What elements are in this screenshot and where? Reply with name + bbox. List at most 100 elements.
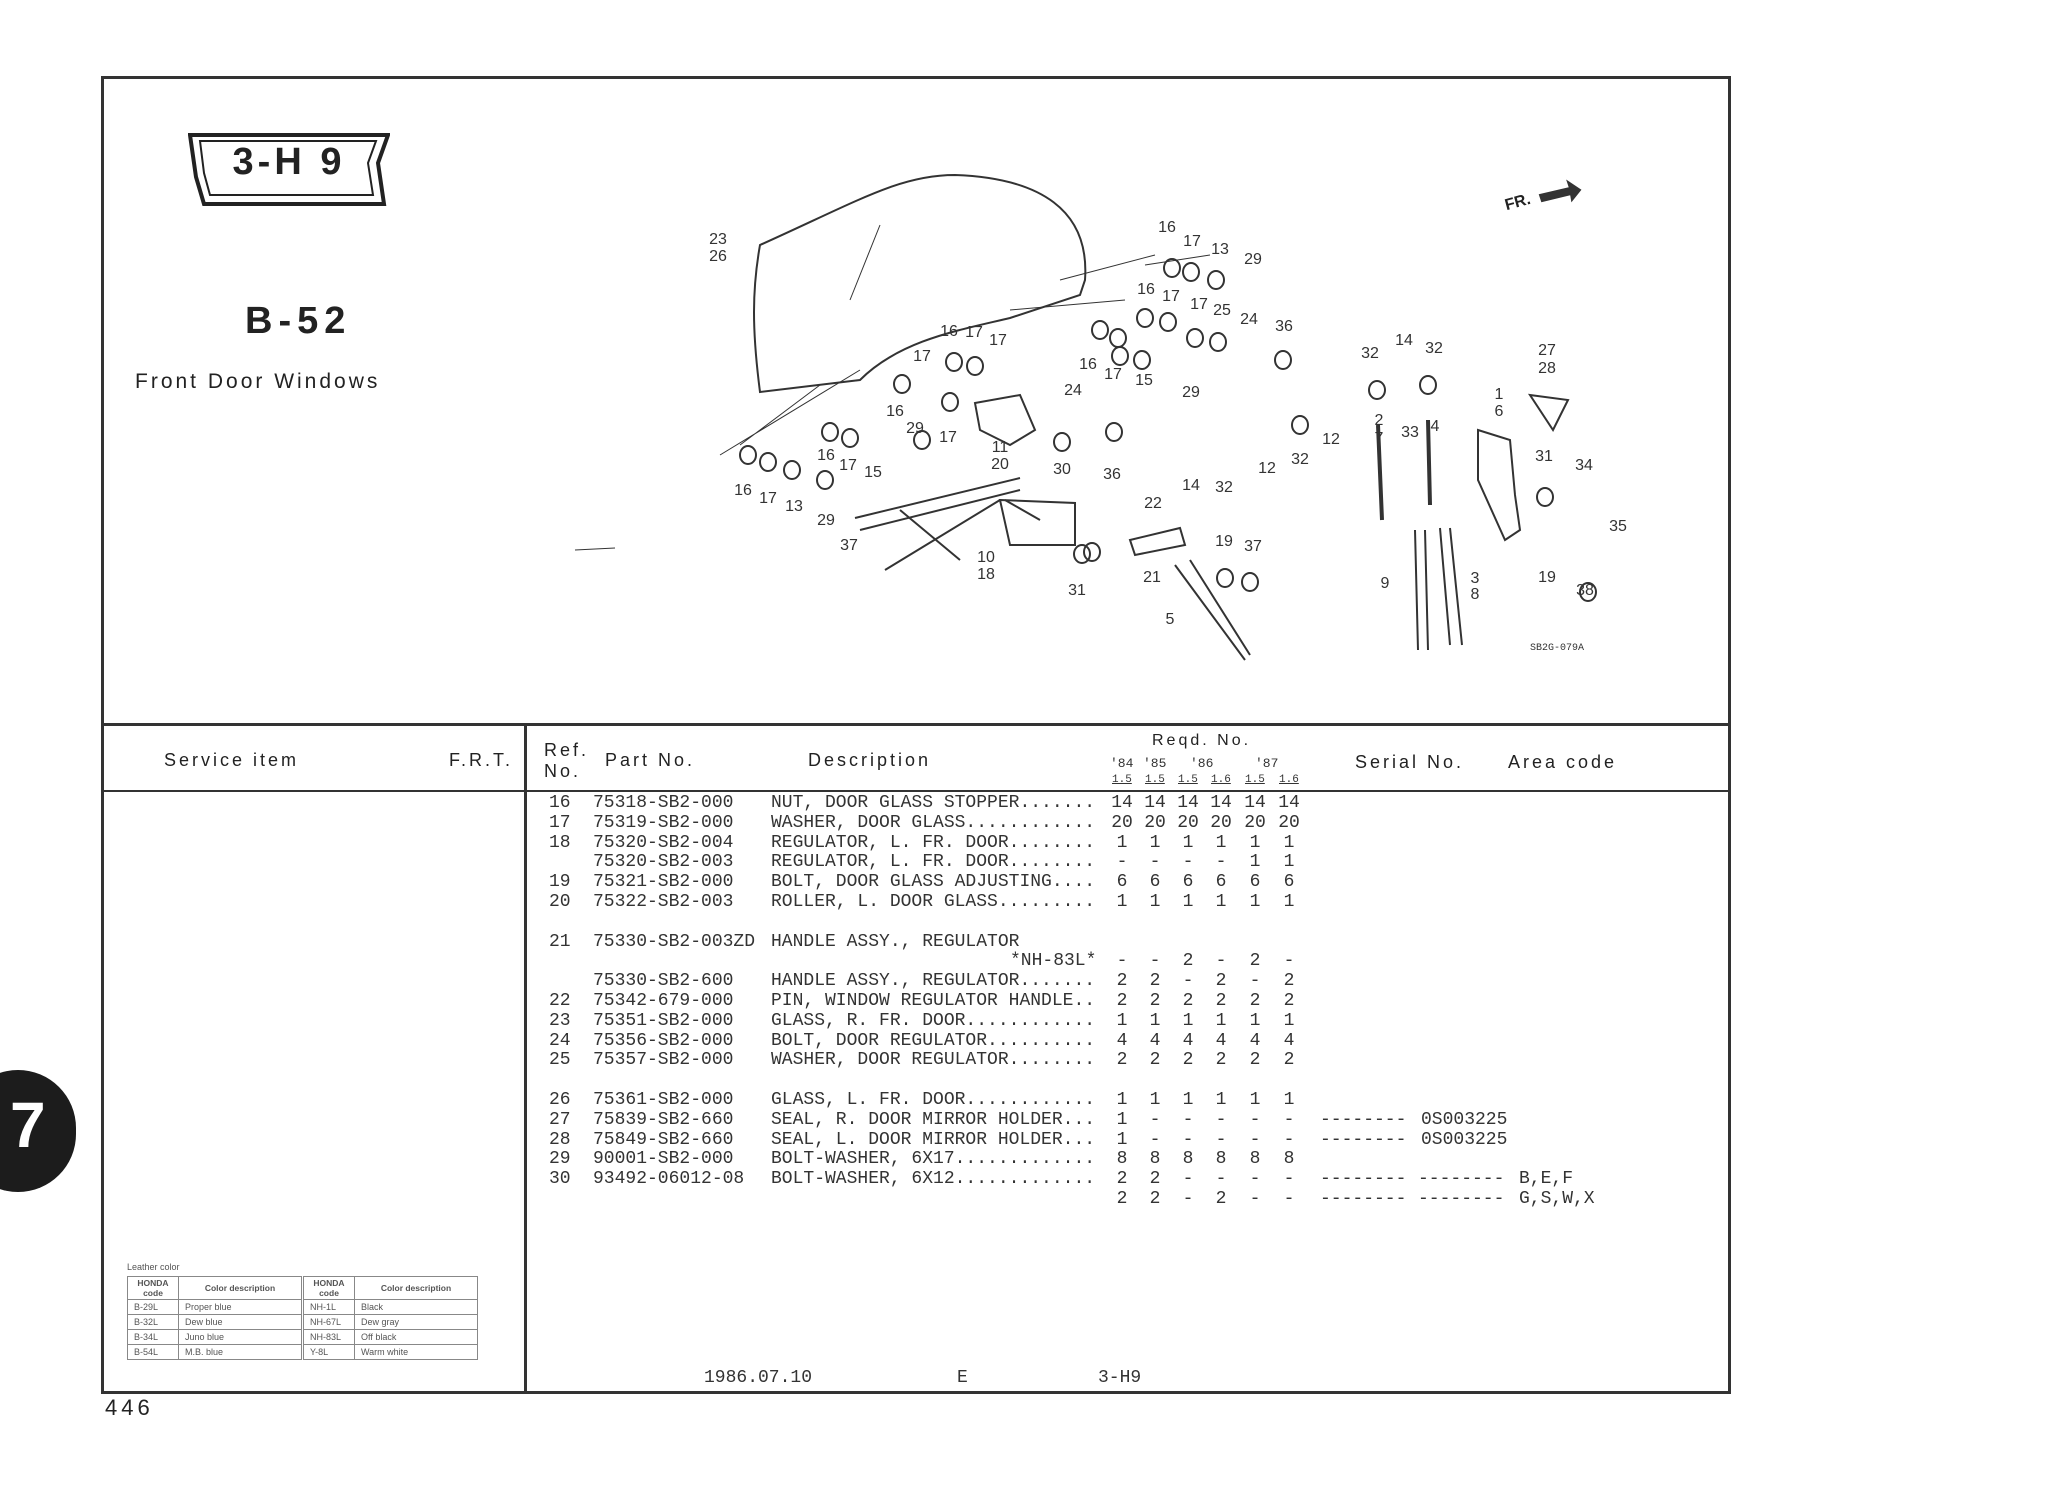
callout-17: 17 bbox=[1190, 296, 1208, 313]
engine-0: 1.5 bbox=[1112, 774, 1132, 786]
callout-7: 7 bbox=[1374, 430, 1384, 447]
callout-19: 19 bbox=[1538, 569, 1556, 586]
leather-color-legend: Leather color HONDA code Color descripti… bbox=[127, 1262, 478, 1360]
ref-no: 19 bbox=[549, 872, 571, 893]
qty-cell: 8 bbox=[1116, 1149, 1128, 1170]
part-description: REGULATOR, L. FR. DOOR........ bbox=[771, 832, 1096, 853]
mirror-holder bbox=[1477, 428, 1522, 542]
part-description: PIN, WINDOW REGULATOR HANDLE.. bbox=[771, 991, 1096, 1011]
part-description: WASHER, DOOR REGULATOR........ bbox=[771, 1050, 1096, 1071]
qty-cell: 1 bbox=[1116, 1010, 1128, 1031]
qty-cell: 6 bbox=[1116, 872, 1128, 893]
fr-arrow-icon bbox=[1538, 179, 1582, 203]
part-number: 93492-06012-08 bbox=[593, 1169, 745, 1190]
serial-to: 0S003225 bbox=[1421, 1129, 1508, 1150]
cell: NH-1L bbox=[301, 1299, 355, 1315]
qty-cell: 2 bbox=[1215, 991, 1227, 1011]
qty-cell: 4 bbox=[1182, 1030, 1194, 1051]
part-washer-icon bbox=[1073, 544, 1091, 564]
ref-no: 26 bbox=[549, 1090, 571, 1110]
qty-cell: - bbox=[1182, 1109, 1194, 1130]
callout-29: 29 bbox=[1182, 384, 1200, 401]
part-washer-icon bbox=[1091, 320, 1109, 340]
part-description: HANDLE ASSY., REGULATOR....... bbox=[771, 971, 1096, 992]
issue-date: 1986.07.10 bbox=[704, 1368, 813, 1388]
cell: Dew blue bbox=[178, 1314, 303, 1330]
serial-to: -------- bbox=[1418, 1189, 1505, 1209]
callout-18: 18 bbox=[977, 566, 995, 583]
year-87: '87 bbox=[1255, 756, 1279, 771]
callout-21: 21 bbox=[1143, 569, 1161, 586]
qty-cell: - bbox=[1116, 951, 1128, 972]
frt-header: F.R.T. bbox=[449, 750, 514, 770]
qty-cell: - bbox=[1182, 1189, 1194, 1209]
qty-cell: 1 bbox=[1215, 832, 1227, 853]
callout-13: 13 bbox=[785, 498, 803, 515]
ref-no: 17 bbox=[549, 812, 571, 833]
callout-17: 17 bbox=[965, 324, 983, 341]
part-number: 90001-SB2-000 bbox=[593, 1149, 734, 1170]
qty-cell: - bbox=[1215, 951, 1227, 972]
qty-cell: 1 bbox=[1116, 832, 1128, 853]
run-channel-left bbox=[1414, 527, 1463, 651]
qty-cell: - bbox=[1182, 971, 1194, 992]
reqd-no-header: Reqd. No. bbox=[1152, 732, 1252, 749]
callout-17: 17 bbox=[989, 332, 1007, 349]
callout-29: 29 bbox=[906, 420, 924, 437]
qty-cell: - bbox=[1283, 951, 1295, 972]
qty-cell: - bbox=[1215, 1109, 1227, 1130]
qty-cell: - bbox=[1182, 852, 1194, 873]
qty-cell: 4 bbox=[1149, 1030, 1161, 1051]
area-code-header: Area code bbox=[1508, 752, 1618, 772]
callout-34: 34 bbox=[1575, 457, 1593, 474]
description-header: Description bbox=[808, 750, 932, 770]
callout-17: 17 bbox=[839, 457, 857, 474]
part-description: NUT, DOOR GLASS STOPPER....... bbox=[771, 793, 1096, 813]
qty-cell: 20 bbox=[1244, 812, 1266, 833]
year-86: '86 bbox=[1190, 756, 1214, 771]
callout-15: 15 bbox=[864, 464, 882, 481]
engine-1: 1.5 bbox=[1145, 774, 1165, 786]
col-header: HONDA code bbox=[127, 1276, 179, 1300]
serial-to: 0S003225 bbox=[1421, 1109, 1508, 1130]
cell: Off black bbox=[354, 1329, 478, 1345]
callout-36: 36 bbox=[1103, 466, 1121, 483]
qty-cell: - bbox=[1116, 852, 1128, 873]
callout-37: 37 bbox=[1244, 538, 1262, 555]
qty-cell: 20 bbox=[1111, 812, 1133, 833]
qty-cell: 4 bbox=[1215, 1030, 1227, 1051]
part-washer-icon bbox=[1105, 422, 1123, 442]
mirror-seal bbox=[1527, 393, 1570, 433]
header-divider bbox=[101, 790, 1731, 792]
part-washer-icon bbox=[739, 445, 757, 465]
cell: Warm white bbox=[354, 1344, 478, 1360]
part-washer-icon bbox=[1083, 542, 1101, 562]
qty-cell: 2 bbox=[1249, 991, 1261, 1011]
callout-33: 33 bbox=[1401, 424, 1419, 441]
callout-14: 14 bbox=[1182, 477, 1200, 494]
part-description: HANDLE ASSY., REGULATOR bbox=[771, 931, 1020, 952]
ref-no: 18 bbox=[549, 832, 571, 853]
callout-32: 32 bbox=[1215, 479, 1233, 496]
qty-cell: 20 bbox=[1278, 812, 1300, 833]
col-header: Color description bbox=[354, 1276, 478, 1300]
callout-1: 1 bbox=[1494, 386, 1504, 403]
section-tab-label: 7 bbox=[10, 1089, 46, 1161]
callout-19: 19 bbox=[1215, 533, 1233, 550]
callout-32: 32 bbox=[1361, 345, 1379, 362]
ref-no: 30 bbox=[549, 1169, 571, 1190]
qty-cell: - bbox=[1249, 1169, 1261, 1190]
part-number: 75342-679-000 bbox=[593, 991, 734, 1011]
part-washer-icon bbox=[1182, 262, 1200, 282]
qty-cell: 2 bbox=[1215, 1189, 1227, 1209]
qty-cell: 6 bbox=[1249, 872, 1261, 893]
qty-cell: 20 bbox=[1177, 812, 1199, 833]
qty-cell: 1 bbox=[1116, 1129, 1128, 1150]
group-code: B-52 bbox=[245, 300, 352, 342]
qty-cell: 2 bbox=[1116, 1169, 1128, 1190]
qty-cell: 1 bbox=[1149, 1010, 1161, 1031]
section-tab[interactable]: 7 bbox=[0, 1070, 76, 1192]
area-code: G,S,W,X bbox=[1519, 1189, 1595, 1209]
qty-cell: 1 bbox=[1283, 892, 1295, 912]
